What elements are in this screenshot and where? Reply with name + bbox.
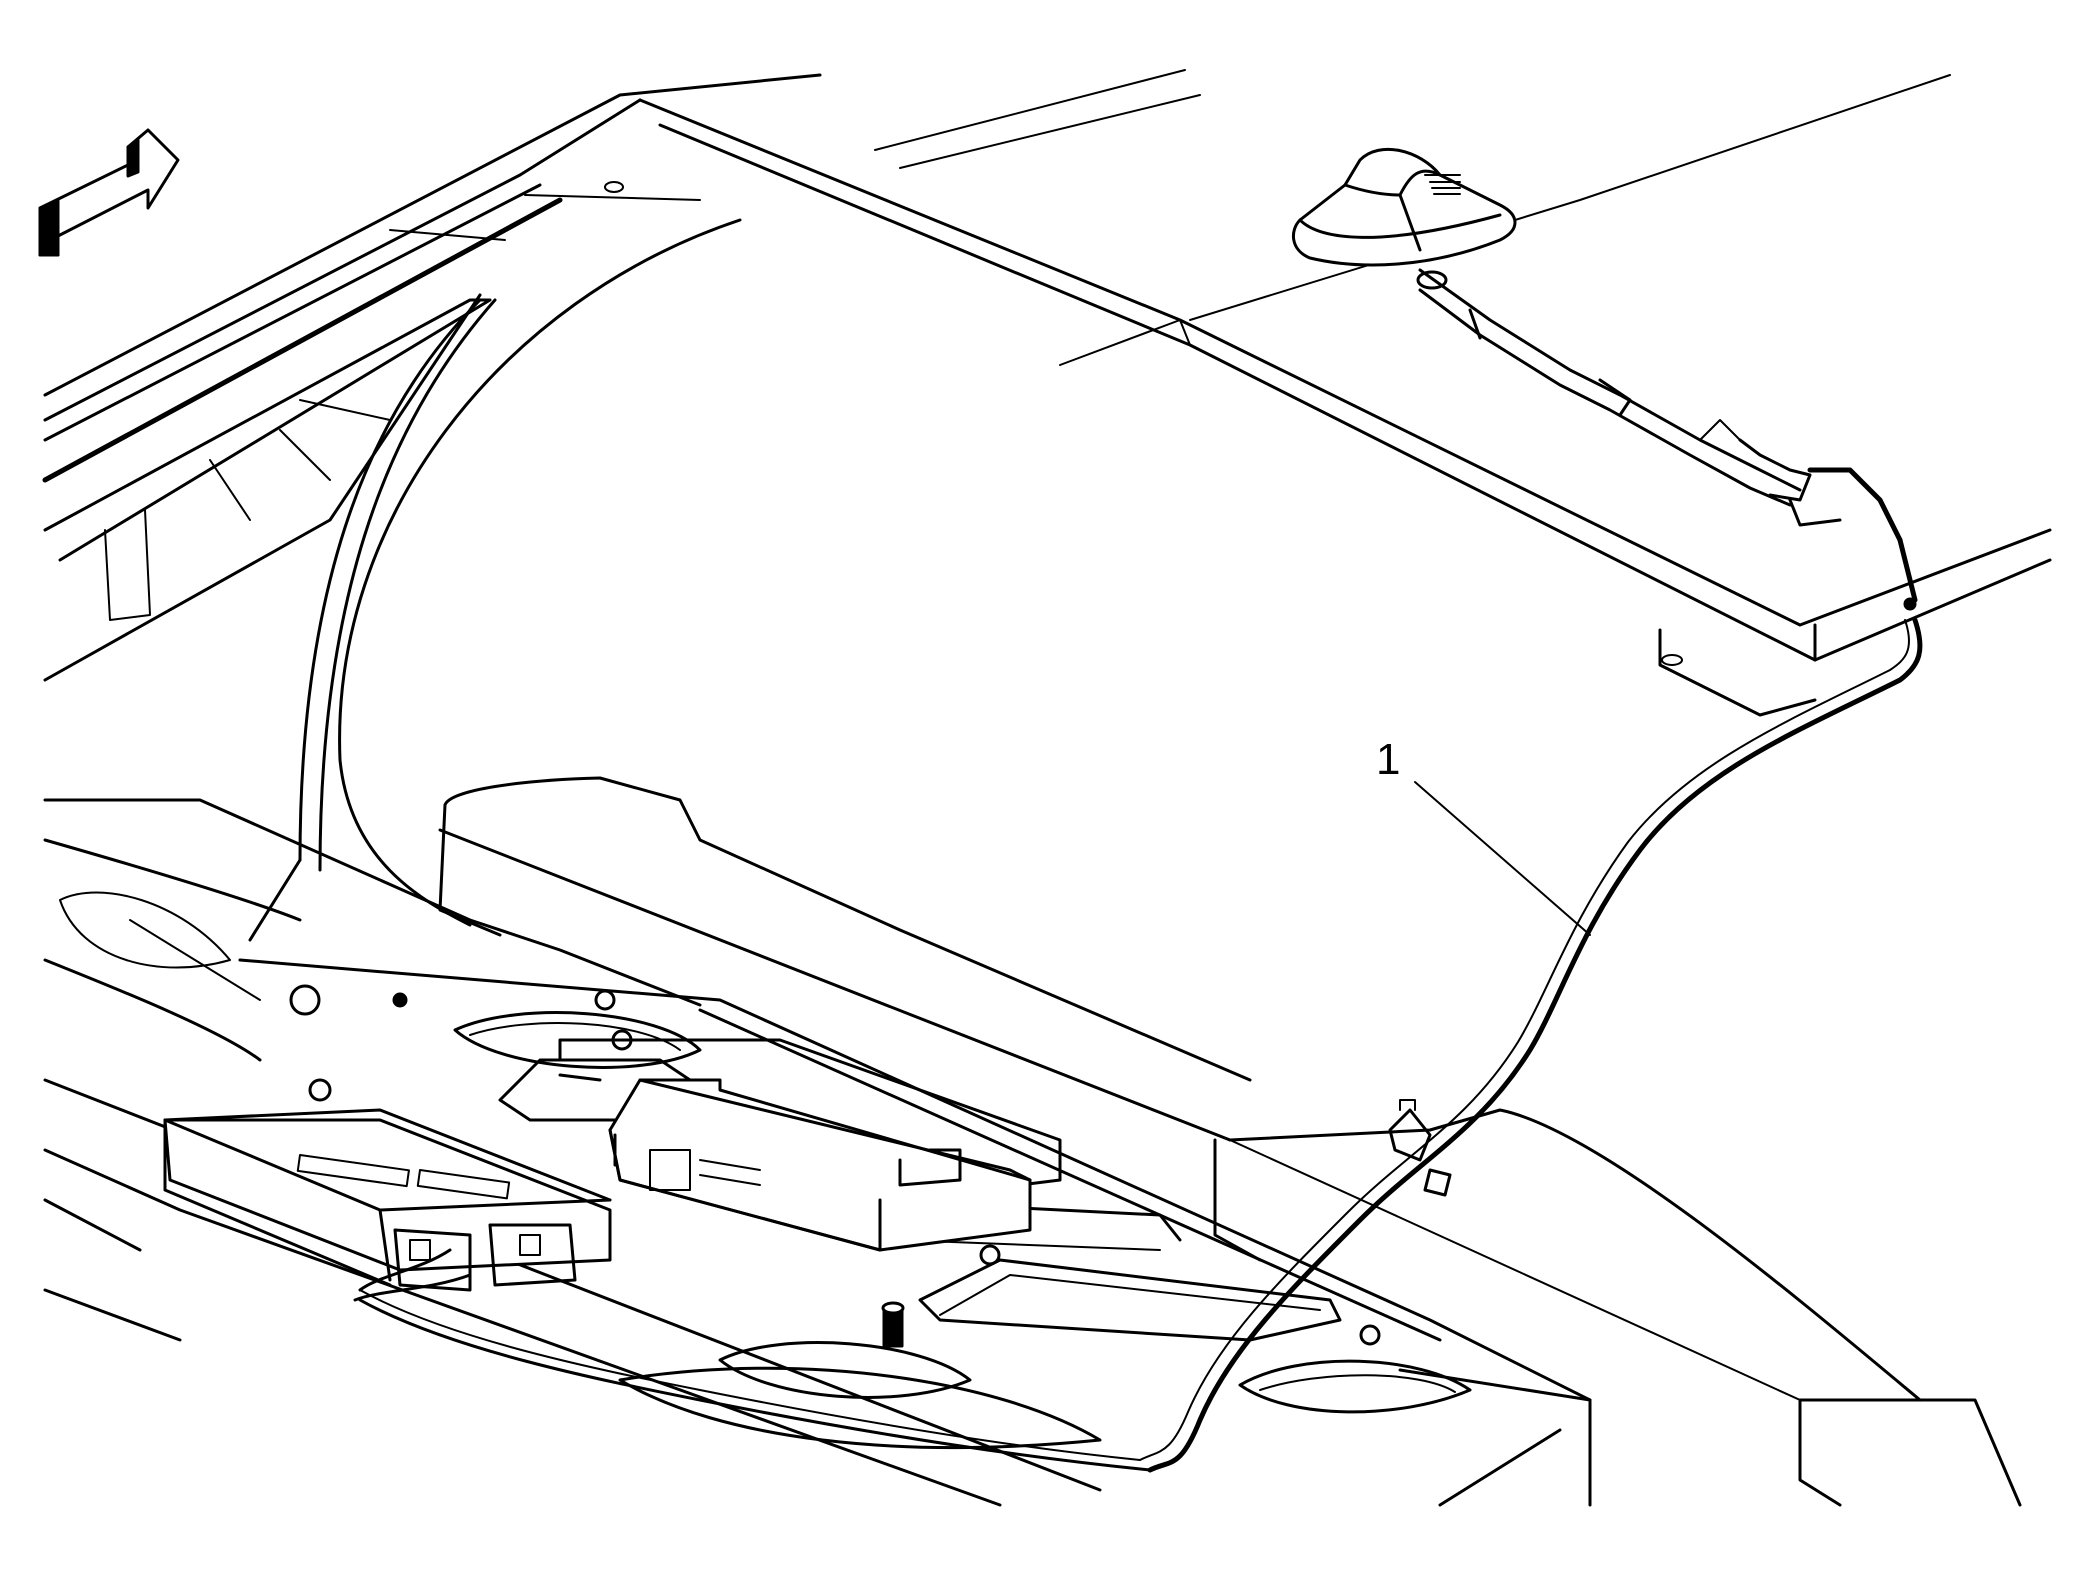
fastener-icon xyxy=(881,1301,905,1348)
left-trim xyxy=(42,183,701,682)
antenna-lead xyxy=(1416,268,1918,611)
direction-arrow-icon xyxy=(38,128,180,257)
speaker-opening-center xyxy=(618,1341,1102,1449)
control-module-left xyxy=(163,1108,612,1302)
control-module-center xyxy=(558,1029,1032,1252)
rear-pillar xyxy=(248,218,742,942)
speaker-opening-right xyxy=(1238,1359,1472,1414)
callout-label-1: 1 xyxy=(1376,735,1401,784)
package-shelf xyxy=(438,776,2022,1507)
antenna-cable xyxy=(358,617,1923,1473)
roof-panel xyxy=(43,69,2052,717)
callout-leader-line xyxy=(1414,781,1591,936)
roof-antenna-icon xyxy=(1291,147,1517,267)
